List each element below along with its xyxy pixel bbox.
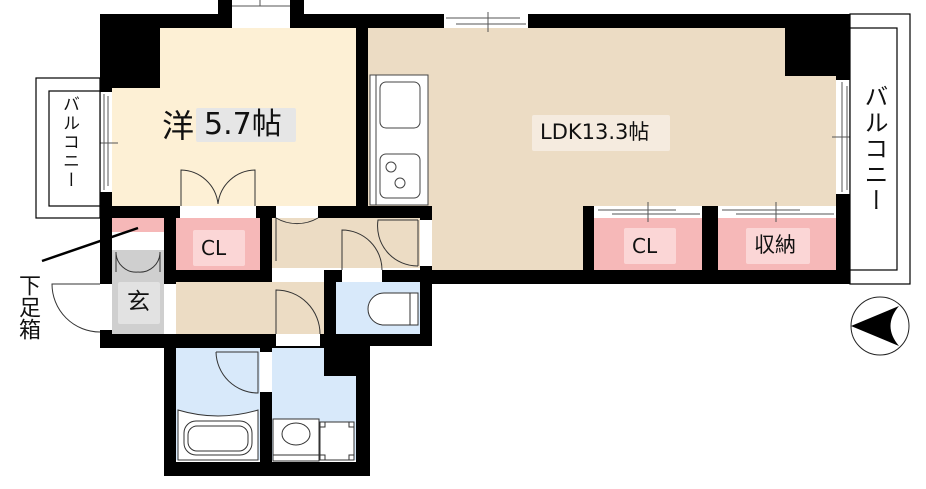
western-room-type-label: 洋 — [162, 107, 195, 145]
storage-label: 収納 — [754, 233, 796, 257]
balconies — [35, 13, 911, 285]
door-swings — [51, 169, 419, 394]
window-lines — [96, 0, 855, 222]
balcony-left-label: バルコニー — [59, 95, 79, 190]
shoe-cabinet-label: 下足箱 — [15, 274, 40, 340]
toilet-fixture — [367, 292, 419, 326]
openings — [100, 0, 850, 392]
closet-bedroom-label: CL — [201, 236, 227, 260]
washbasin — [272, 418, 320, 462]
hallway-floor-lower — [176, 282, 326, 334]
ldk-floor-lower — [428, 200, 583, 270]
north-arrow-icon — [850, 296, 910, 356]
storage-label-bg — [746, 228, 810, 264]
washing-machine-space — [319, 421, 355, 461]
entrance-label: 玄 — [127, 289, 150, 315]
closet-bedroom-label-bg — [193, 230, 245, 266]
shoe-cabinet-floor — [112, 218, 164, 232]
entrance-label-bg — [118, 282, 160, 324]
closet-ldk-label-bg — [624, 228, 676, 264]
balcony-right-label: バルコニー — [860, 84, 888, 214]
kitchen-counter — [369, 74, 429, 206]
shoe-cabinet-leader — [41, 226, 139, 263]
bathtub — [177, 409, 259, 461]
ldk-label: LDK13.3帖 — [540, 120, 650, 144]
hallway-floor — [272, 218, 432, 268]
western-room-label-bg — [196, 108, 296, 142]
western-room-size-label: 5.7帖 — [204, 107, 282, 142]
ldk-label-bg — [532, 115, 670, 151]
closet-ldk-label: CL — [632, 234, 658, 258]
